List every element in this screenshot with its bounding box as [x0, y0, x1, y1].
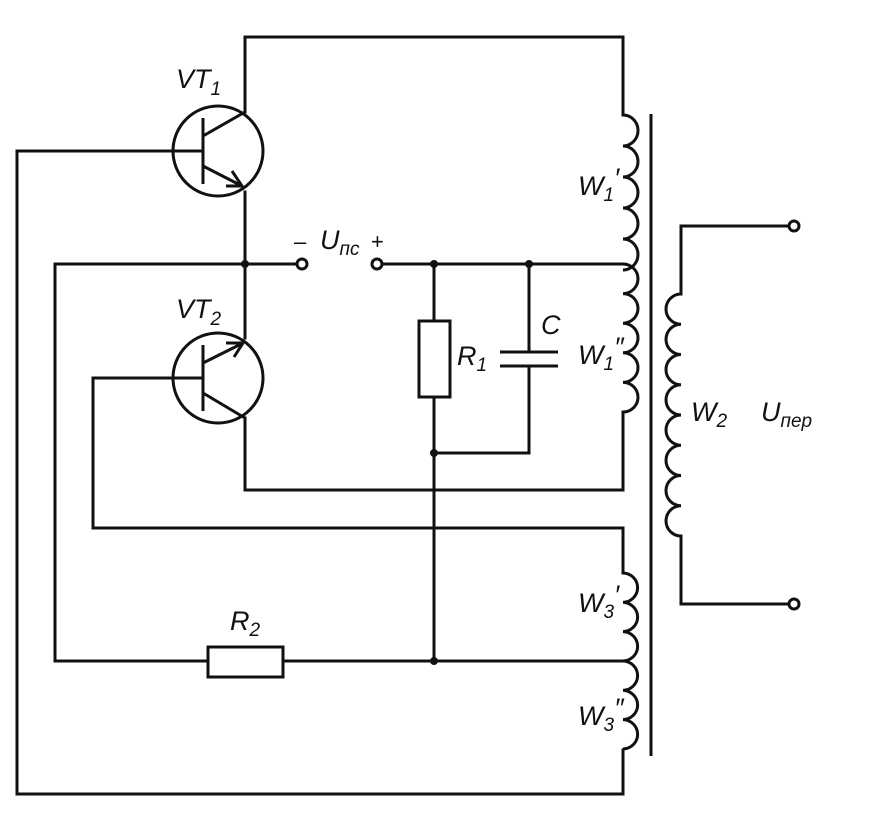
- output-terminal-top: [787, 219, 801, 233]
- label-r2: R2: [230, 606, 261, 641]
- label-w1-double-prime: W1″: [578, 332, 625, 375]
- winding-w3-prime: [622, 571, 640, 663]
- winding-w3-double-prime: [622, 659, 640, 751]
- winding-w1-prime: [622, 113, 640, 272]
- label-w2: W2: [691, 397, 727, 432]
- junction-dots: [241, 260, 533, 665]
- resistor-r2: [206, 645, 285, 679]
- label-vt2: VT2: [176, 294, 222, 330]
- label-u-per: Uпер: [761, 397, 812, 432]
- transistor-vt1: [171, 104, 265, 198]
- transistor-vt2: [171, 331, 265, 425]
- label-w1-prime: W1′: [578, 163, 620, 206]
- label-u-ps: Uпс: [320, 225, 360, 260]
- wires: [15, 35, 796, 796]
- label-w3-double-prime: W3″: [578, 693, 625, 736]
- label-plus: +: [371, 229, 384, 254]
- label-minus: –: [294, 229, 307, 254]
- output-terminal-bottom: [787, 597, 801, 611]
- winding-w2: [664, 292, 682, 538]
- label-vt1: VT1: [176, 64, 221, 100]
- label-w3-prime: W3′: [578, 580, 620, 623]
- supply-terminal-minus: [295, 257, 309, 271]
- resistor-r1: [417, 319, 452, 399]
- label-c: C: [541, 310, 561, 340]
- label-r1: R1: [457, 341, 487, 376]
- winding-w1-double-prime: [622, 262, 640, 414]
- capacitor-c: [500, 350, 558, 368]
- supply-terminal-plus: [370, 257, 384, 271]
